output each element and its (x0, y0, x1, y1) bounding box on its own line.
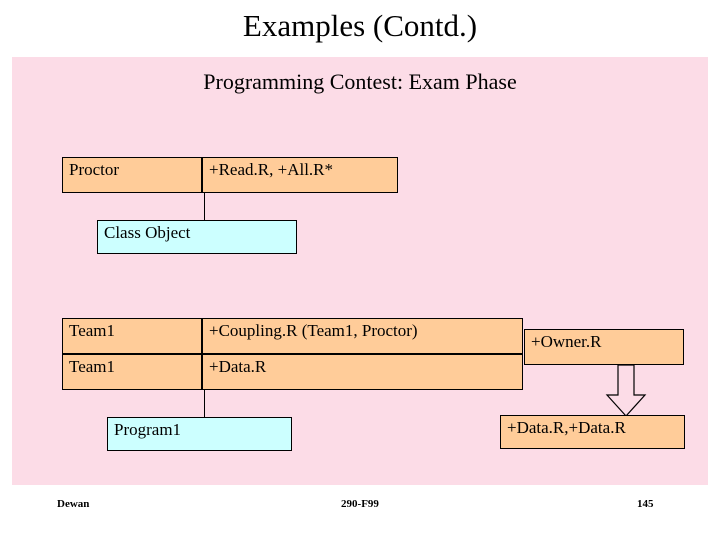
proctor-name-box: Proctor (62, 157, 202, 193)
slide-subtitle: Programming Contest: Exam Phase (203, 69, 517, 94)
owner-box: +Owner.R (524, 329, 684, 365)
down-arrow-icon (605, 365, 647, 417)
slide-body: Programming Contest: Exam Phase Proctor … (12, 57, 708, 485)
footer-page-number: 145 (637, 498, 654, 510)
program-box: Program1 (107, 417, 292, 451)
team-row-operations-2: +Data.R (202, 354, 523, 390)
footer-author: Dewan (57, 498, 90, 510)
team-row-name-2: Team1 (62, 354, 202, 390)
connector-line-team (204, 390, 205, 417)
team-row-name-1: Team1 (62, 318, 202, 354)
page-title: Examples (Contd.) (242, 8, 478, 43)
footer-course: 290-F99 (341, 498, 379, 510)
connector-line-proctor (204, 193, 205, 220)
proctor-operations-box: +Read.R, +All.R* (202, 157, 398, 193)
team-row-operations-1: +Coupling.R (Team1, Proctor) (202, 318, 523, 354)
class-object-box: Class Object (97, 220, 297, 254)
result-box: +Data.R,+Data.R (500, 415, 685, 449)
